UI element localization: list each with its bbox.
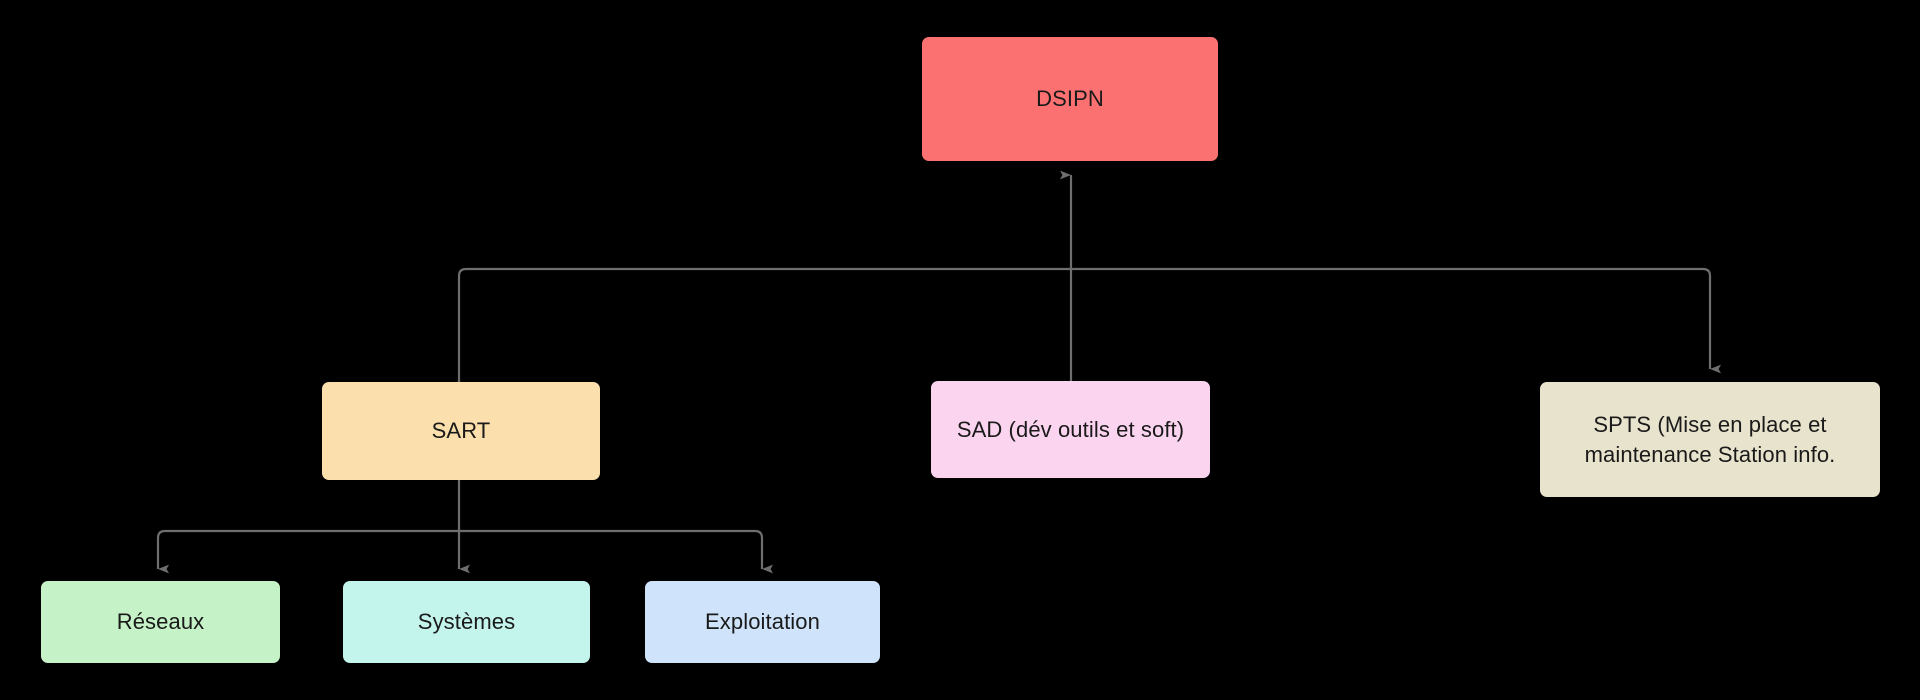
node-sart[interactable]: SART [322, 382, 600, 480]
edge-bus-to-reseaux [156, 529, 169, 574]
node-spts[interactable]: SPTS (Mise en place et maintenance Stati… [1540, 382, 1880, 497]
node-reseaux[interactable]: Réseaux [41, 581, 280, 663]
node-dsipn[interactable]: DSIPN [922, 37, 1218, 161]
edge-bus-to-exploitation [754, 529, 773, 574]
node-sad[interactable]: SAD (dév outils et soft) [931, 381, 1210, 478]
edge-sart-to-bus [457, 267, 467, 382]
node-exploitation[interactable]: Exploitation [645, 581, 880, 663]
node-systemes[interactable]: Systèmes [343, 581, 590, 663]
edge-bus-to-spts [1702, 267, 1721, 374]
